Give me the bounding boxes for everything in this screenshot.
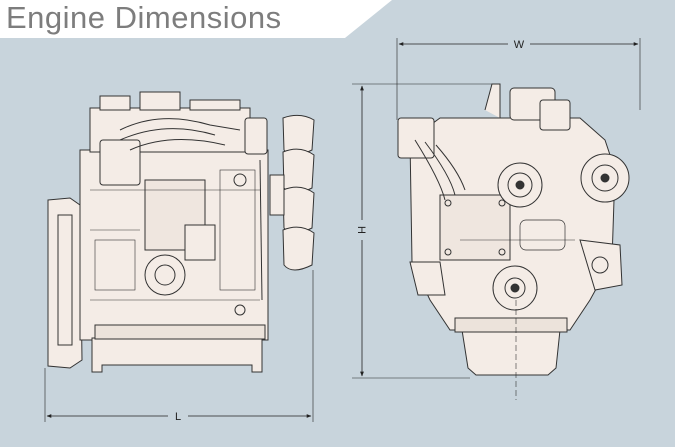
flywheel-housing <box>47 197 83 369</box>
oil-pan <box>91 337 263 373</box>
page-title: Engine Dimensions <box>6 0 282 35</box>
starter-motor <box>144 254 186 296</box>
height-dimension <box>352 83 492 379</box>
height-label: H <box>355 226 367 234</box>
length-label: L <box>175 411 181 423</box>
side-view-engine <box>47 91 269 373</box>
title-tab <box>0 0 392 38</box>
length-dimension <box>44 270 314 422</box>
width-dimension <box>396 38 641 120</box>
front-oil-pan <box>461 329 561 376</box>
width-label: W <box>514 39 525 51</box>
side-view-fan <box>269 114 315 271</box>
front-view-engine <box>397 83 630 376</box>
